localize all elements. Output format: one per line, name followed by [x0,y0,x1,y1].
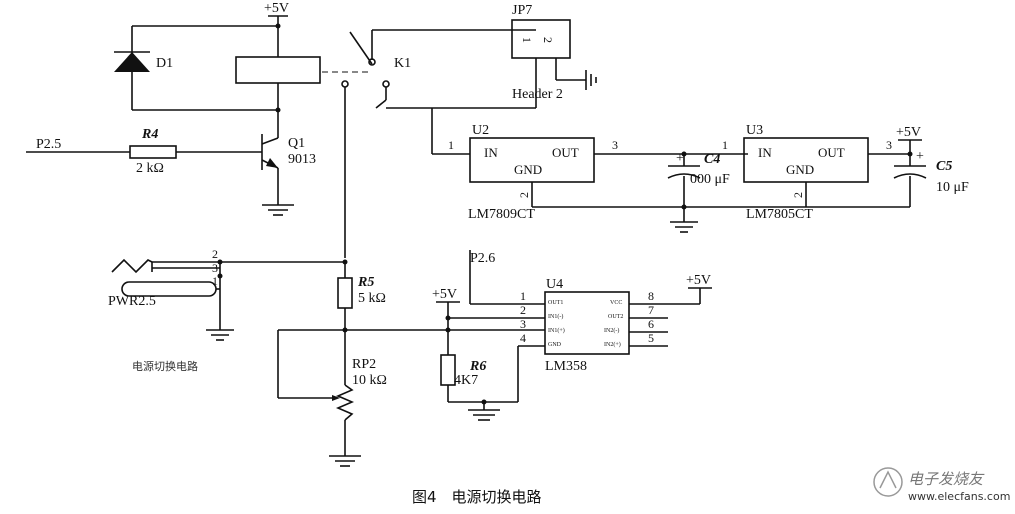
u4-r2: OUT2 [608,314,623,320]
vcc-u4-left-label: +5V [432,287,457,302]
diode-d1: D1 [114,26,173,110]
u4-pin4: 4 [520,331,526,345]
transistor-q1: Q1 9013 [261,134,316,205]
jp7-pin1: 1 [520,37,534,43]
capacitor-c5: +5V + C5 10 μF [893,125,969,207]
u3-pin2: 2 [791,192,805,198]
figure-caption: 图4 电源切换电路 [412,488,542,506]
c5-plus: + [916,149,924,164]
r6-value: 4K7 [454,373,478,388]
relay-driver-section: +5V D1 Q1 9013 [26,1,372,216]
c4-label: C4 [704,152,720,167]
u4-r1: VCC [610,300,622,306]
u2-pin3: 3 [612,138,618,152]
u4-l1: OUT1 [548,300,563,306]
u2-out: OUT [552,145,579,160]
u3-out: OUT [818,145,845,160]
circuit-note: 电源切换电路 [132,359,198,373]
resistor-r4 [129,145,177,159]
u3-in: IN [758,145,772,160]
comparator-u4: P2.6 U4 OUT1 IN1(-) IN1(+) GND VCC OUT2 … [432,250,712,402]
u2-pin2: 2 [517,192,531,198]
watermark-text: 电子发烧友 [908,470,985,488]
relay-switch-k1: K1 [341,29,536,258]
c4-plus: + [676,151,684,166]
u2-part: LM7809CT [468,207,535,222]
u4-pin3: 3 [520,317,526,331]
r5-value: 5 kΩ [358,291,386,306]
u4-l3: IN1(+) [548,327,565,334]
u4-pin8: 8 [648,289,654,303]
u4-r3: IN2(-) [604,327,619,334]
u3-part: LM7805CT [746,207,813,222]
u3-label: U3 [746,123,763,138]
u3-pin3: 3 [886,138,892,152]
u4-label: U4 [546,277,563,292]
resistor-r5 [337,277,353,309]
u4-pin1: 1 [520,289,526,303]
u4-pin6: 6 [648,317,654,331]
p25-label: P2.5 [36,137,61,152]
u4-pin2: 2 [520,303,526,317]
u3-gnd: GND [786,162,814,177]
r5-label: R5 [357,275,374,290]
power-jack-pwr: 2 3 1 PWR2.5 电源切换电路 [108,247,345,373]
watermark: 电子发烧友 www.elecfans.com [873,467,1010,503]
u4-pin5: 5 [648,331,654,345]
relay-coil [235,56,321,84]
regulator-u3: U3 IN OUT GND 1 3 2 LM7805CT [722,123,910,222]
ground-q1 [262,204,294,216]
jack-pin2: 2 [212,247,218,261]
regulator-u2: U2 IN OUT GND 1 3 2 LM7809CT [448,123,748,222]
jp7-pin2: 2 [541,37,555,43]
resistor-r6 [440,354,456,386]
c4-value: 000 μF [690,172,730,187]
u4-r4: IN2(+) [604,341,621,348]
rp2-label: RP2 [352,357,376,372]
u2-in: IN [484,145,498,160]
u4-l4: GND [548,342,562,348]
u2-gnd: GND [514,162,542,177]
u3-pin1: 1 [722,138,728,152]
jack-pin3: 3 [212,261,218,275]
c5-value: 10 μF [936,180,969,195]
header-jp7: JP7 1 2 Header 2 [431,3,597,155]
q1-label: Q1 [288,136,305,151]
r4-value: 2 kΩ [136,161,164,176]
u2-label: U2 [472,123,489,138]
u4-l2: IN1(-) [548,313,563,320]
rp2-value: 10 kΩ [352,373,387,388]
u4-pin7: 7 [648,303,654,317]
p26-label: P2.6 [470,251,495,266]
k1-label: K1 [394,56,411,71]
c5-label: C5 [936,159,952,174]
r4-label: R4 [141,127,158,142]
watermark-url: www.elecfans.com [908,490,1010,503]
r6-label: R6 [469,359,486,374]
d1-label: D1 [156,56,173,71]
capacitor-c4: + C4 000 μF [532,151,910,233]
jp7-label: JP7 [512,3,532,18]
jack-pin1: 1 [212,274,218,288]
u4-part: LM358 [545,359,587,374]
vcc-u4-right-label: +5V [686,273,711,288]
u2-pin1: 1 [448,138,454,152]
vcc-u3-label: +5V [896,125,921,140]
header-label: Header 2 [512,87,563,102]
vcc-top-label: +5V [264,1,289,16]
q1-value: 9013 [288,152,316,167]
pwr-label: PWR2.5 [108,294,156,309]
resistor-r6-group: R6 4K7 [440,354,518,421]
divider-r5-rp2: R5 5 kΩ RP2 10 kΩ [277,259,545,467]
